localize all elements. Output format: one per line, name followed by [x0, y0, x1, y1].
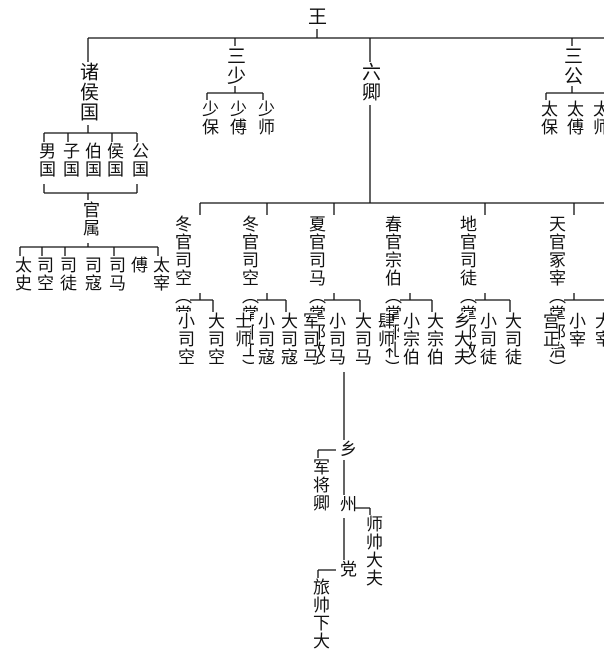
shaobao-node: 少保 [198, 100, 218, 136]
minister-6: 天官冢宰（掌邦治） [545, 215, 565, 377]
shishuaidafu-node: 师帅大夫 [362, 515, 382, 587]
m4-sub-2: 小宗伯 [399, 312, 419, 366]
situ-official-node: 司徒 [56, 256, 76, 292]
sikou-official-node: 司寇 [81, 256, 101, 292]
boguo-node: 伯国 [81, 142, 101, 178]
minister-6-title: 天官冢宰 [545, 215, 565, 287]
m5-sub-2: 小司徒 [476, 312, 496, 366]
lvshuaixiada-node: 旅帅下大 [309, 578, 329, 650]
minister-4-title: 春官宗伯 [381, 215, 401, 287]
m2-sub-1: 士师 [231, 312, 251, 348]
m1-sub-1: 小司空 [174, 312, 194, 366]
zhou-node: 州 [336, 495, 356, 513]
m3-sub-2: 小司马 [325, 312, 345, 366]
king-node: 王 [308, 2, 328, 29]
xiang-node: 乡 [336, 440, 356, 458]
m5-sub-3: 大司徒 [501, 312, 521, 366]
m1-sub-2: 大司空 [204, 312, 224, 366]
gongguo-node: 公国 [128, 142, 148, 178]
shaofu-node: 少傅 [226, 100, 246, 136]
sikong-official-node: 司空 [33, 256, 53, 292]
houguo-node: 侯国 [103, 142, 123, 178]
minister-2-title: 冬官司空 [238, 215, 258, 287]
taishi-official-node: 太史 [11, 256, 31, 292]
fu-official-node: 傅 [127, 256, 147, 274]
m4-sub-3: 大宗伯 [423, 312, 443, 366]
sangong-node: 三公 [561, 46, 583, 86]
guanshu-node: 官属 [79, 201, 99, 237]
shaoshi-node: 少师 [254, 100, 274, 136]
m4-sub-1: 肆师 [374, 312, 394, 348]
minister-5-title: 地官司徒 [456, 215, 476, 287]
liuqing-node: 六卿 [359, 62, 381, 102]
m6-sub-2: 小宰 [565, 312, 585, 348]
m3-sub-1: 军司马 [299, 312, 319, 366]
m2-sub-3: 大司寇 [277, 312, 297, 366]
sima-official-node: 司马 [105, 256, 125, 292]
dang-node: 党 [336, 560, 356, 578]
minister-4: 春官宗伯（掌邦礼） [381, 215, 401, 377]
taishi-node: 太师 [589, 100, 604, 136]
m6-sub-1: 宫正 [539, 312, 559, 348]
minister-3-title: 夏官司马 [305, 215, 325, 287]
taibao-node: 太保 [537, 100, 557, 136]
m2-sub-2: 小司寇 [254, 312, 274, 366]
zhuhouguo-node: 诸侯国 [77, 62, 99, 122]
sanshao-node: 三少 [224, 46, 246, 86]
m5-sub-1: 乡大夫 [450, 312, 470, 366]
ziguo-node: 子国 [59, 142, 79, 178]
minister-1-title: 冬官司空 [171, 215, 191, 287]
nanguo-node: 男国 [35, 142, 55, 178]
taifu-node: 太傅 [563, 100, 583, 136]
m3-sub-3: 大司马 [351, 312, 371, 366]
junjiangqing-node: 军将卿 [309, 458, 329, 512]
taizai-official-node: 太宰 [149, 256, 169, 292]
m6-sub-3: 大宰 [591, 312, 604, 348]
